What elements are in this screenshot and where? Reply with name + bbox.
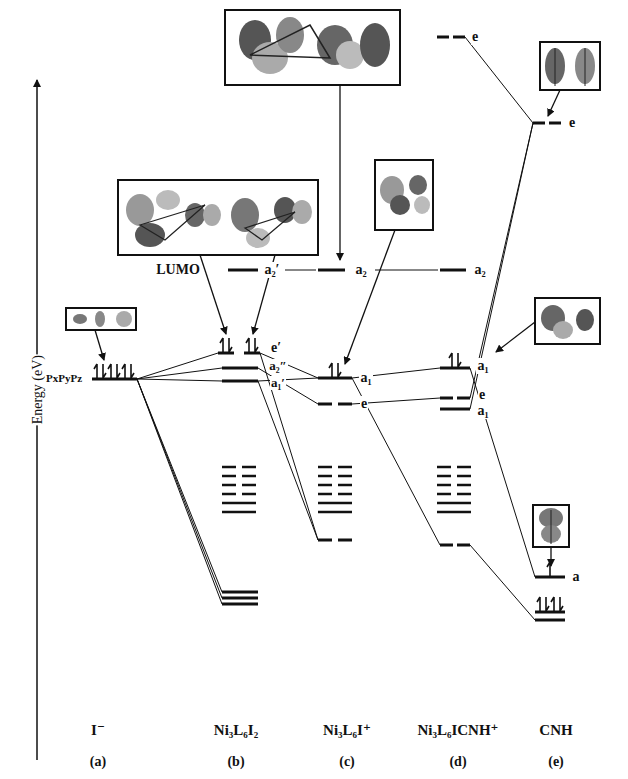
orbital-label: PxPyPz: [45, 372, 83, 384]
symmetry-label: e: [478, 387, 486, 402]
lumo-label: LUMO: [155, 262, 201, 277]
column-label: CNH: [538, 722, 573, 739]
symmetry-label: a: [572, 569, 581, 584]
panel-letter: (b): [226, 754, 245, 769]
column-label: Ni₃L₆I₂: [213, 722, 259, 739]
panel-letter: (e): [547, 754, 565, 769]
symmetry-label: a₂″: [268, 359, 288, 373]
column-label: Ni₃L₆I⁺: [322, 722, 372, 739]
symmetry-label: a₁: [476, 358, 489, 373]
symmetry-label: a₂: [473, 262, 486, 277]
symmetry-label: e: [360, 396, 368, 411]
panel-letter: (a): [89, 754, 107, 769]
symmetry-label: a₂′: [263, 262, 280, 277]
symmetry-label: e: [568, 115, 576, 130]
symmetry-label: a₁: [476, 403, 489, 418]
symmetry-label: a₁: [359, 370, 372, 385]
panel-letter: (c): [338, 754, 356, 769]
symmetry-label: a₂: [354, 262, 367, 277]
panel-letter: (d): [448, 754, 467, 769]
symmetry-label: e: [471, 29, 479, 44]
symmetry-label: a₁′: [270, 376, 286, 390]
symmetry-label: e′: [270, 340, 282, 355]
axis-title: Energy (eV): [30, 354, 45, 425]
column-label: I⁻: [90, 722, 106, 739]
column-label: Ni₃L₆ICNH⁺: [416, 722, 499, 739]
